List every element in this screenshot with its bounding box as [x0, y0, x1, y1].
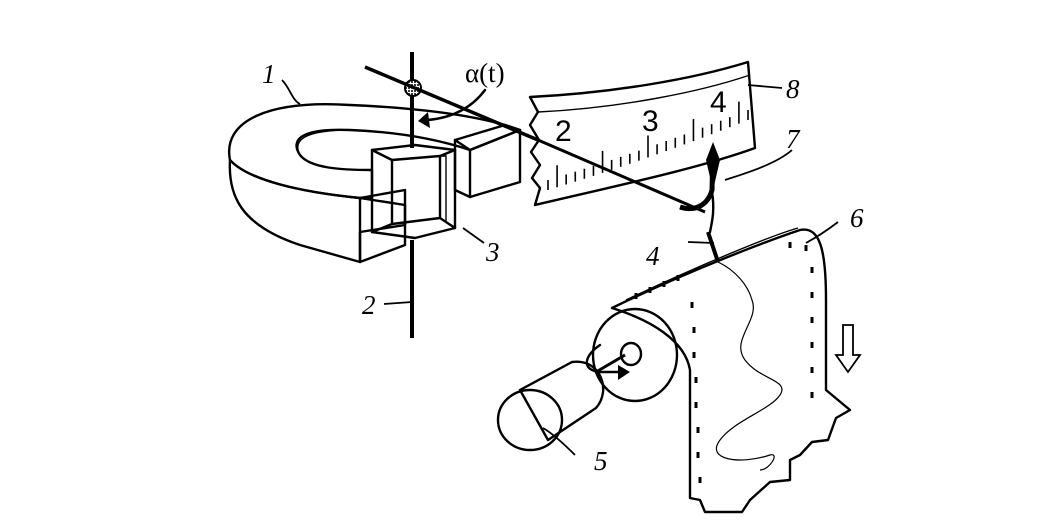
label-coil: 3 [485, 237, 500, 267]
tape-motion-arrow [834, 324, 862, 374]
scale-label-4: 4 [710, 86, 727, 119]
moving-coil [370, 143, 457, 240]
rotation-axis [404, 52, 422, 338]
label-tape: 6 [850, 203, 864, 233]
scale-label-3: 3 [642, 105, 659, 138]
tape-drum [585, 307, 679, 403]
perforation-hole [810, 317, 814, 323]
perforation-hole [698, 477, 702, 483]
perforation-hole [804, 245, 808, 251]
perforation-hole [634, 293, 638, 299]
scale-label-2: 2 [555, 115, 572, 148]
perforation-hole [810, 392, 814, 398]
scale-plate: 2 3 4 [528, 60, 757, 207]
tape-perforations [634, 242, 814, 483]
perforation-hole [676, 275, 680, 281]
label-scale: 8 [786, 74, 800, 104]
label-motor: 5 [594, 446, 608, 476]
perforation-hole [662, 281, 666, 287]
perforation-hole [692, 352, 696, 358]
scale-ticks [547, 101, 749, 190]
paper-tape [610, 227, 852, 514]
label-pen: 4 [646, 241, 660, 271]
perforation-hole [696, 427, 700, 433]
label-axis: 2 [362, 290, 376, 320]
drive-motor [496, 353, 626, 452]
perforation-hole [690, 302, 694, 308]
perforation-hole [694, 377, 698, 383]
angle-label: α(t) [465, 58, 505, 88]
pointer-needle [679, 142, 720, 234]
label-pointer: 7 [786, 124, 801, 154]
recording-pen [706, 231, 720, 263]
perforation-hole [810, 342, 814, 348]
perforation-hole [810, 267, 814, 273]
callout-leaders [281, 79, 839, 456]
perforation-hole [810, 292, 814, 298]
perforation-hole [696, 452, 700, 458]
perforation-hole [648, 287, 652, 293]
perforation-hole [788, 242, 792, 248]
perforation-hole [692, 327, 696, 333]
perforation-hole [810, 367, 814, 373]
label-magnet: 1 [262, 59, 276, 89]
pointer-wire [364, 65, 706, 214]
perforation-hole [694, 402, 698, 408]
